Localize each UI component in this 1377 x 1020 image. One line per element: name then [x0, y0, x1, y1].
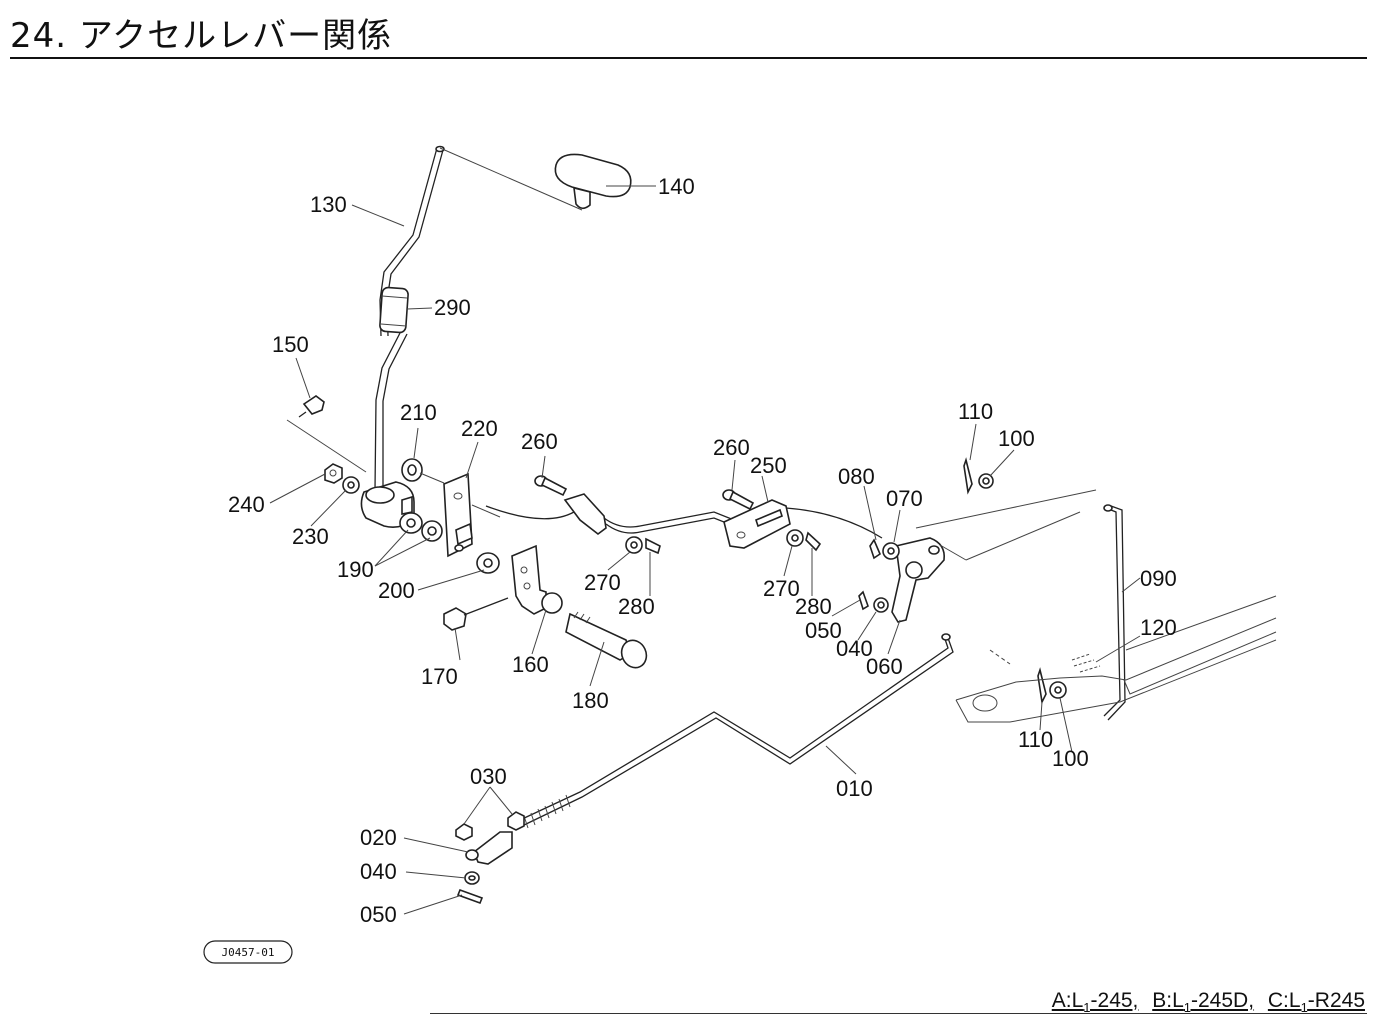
- callout-200: 200: [378, 578, 415, 603]
- rod-to-arm: [785, 507, 883, 539]
- washer-230: [342, 476, 360, 494]
- callout-050b: 050: [360, 902, 397, 927]
- cotter-050a: [858, 590, 869, 611]
- plate-160: [511, 544, 563, 615]
- callout-060: 060: [866, 654, 903, 679]
- washer-040b: [464, 871, 480, 885]
- arm-060: [891, 537, 946, 623]
- rod-010: [519, 633, 954, 829]
- guide-bracket: [915, 489, 1097, 529]
- callouts: 140 130 290 150 210 220 260 260 250 240 …: [228, 174, 1177, 927]
- title-rule: [10, 57, 1367, 59]
- clevis-020: [465, 831, 513, 865]
- callout-040a: 040: [836, 636, 873, 661]
- washers-190: [399, 512, 443, 542]
- drawing-code-stamp: J0457-01: [203, 940, 293, 964]
- guide-150: [286, 419, 367, 473]
- callout-180: 180: [572, 688, 609, 713]
- plate-250: [723, 499, 791, 549]
- frame: [955, 595, 1277, 723]
- pin-260a: [534, 475, 568, 497]
- callout-090: 090: [1140, 566, 1177, 591]
- pin-260b: [722, 489, 755, 511]
- bolt-150: [298, 395, 325, 418]
- callout-290: 290: [434, 295, 471, 320]
- guide-bracket-2: [939, 544, 967, 561]
- callout-010: 010: [836, 776, 873, 801]
- page-title: 24. アクセルレバー関係: [10, 16, 393, 56]
- lever-boss: [360, 481, 415, 528]
- axis-line-2: [471, 504, 501, 518]
- callout-120: 120: [1140, 615, 1177, 640]
- washer-210: [401, 458, 423, 482]
- callout-070: 070: [886, 486, 923, 511]
- cotter-280b: [805, 531, 822, 552]
- callout-240: 240: [228, 492, 265, 517]
- callout-170: 170: [421, 664, 458, 689]
- callout-230: 230: [292, 524, 329, 549]
- callout-080: 080: [838, 464, 875, 489]
- cotter-050b: [456, 888, 484, 905]
- callout-210: 210: [400, 400, 437, 425]
- callout-020: 020: [360, 825, 397, 850]
- callout-260a: 260: [521, 429, 558, 454]
- callout-110a: 110: [958, 399, 993, 424]
- knob-140: [439, 147, 632, 211]
- nuts-030: [455, 811, 525, 841]
- drawing-code: J0457-01: [222, 946, 275, 959]
- callout-220: 220: [461, 416, 498, 441]
- washer-070: [882, 542, 900, 560]
- washer-100b: [1049, 681, 1067, 699]
- callout-160: 160: [512, 652, 549, 677]
- rod-090: [1103, 504, 1126, 721]
- washer-200: [476, 552, 500, 574]
- model-a: A:L1-245,: [1051, 989, 1139, 1016]
- callout-270b: 270: [763, 576, 800, 601]
- grip-290: [379, 286, 409, 334]
- callout-190: 190: [337, 557, 374, 582]
- callout-050a: 050: [805, 618, 842, 643]
- cotter-110b: [1037, 667, 1047, 705]
- bracket-220: [443, 472, 473, 558]
- nut-240: [324, 463, 343, 484]
- callout-040b: 040: [360, 859, 397, 884]
- cotter-110a: [963, 457, 973, 495]
- callout-030: 030: [470, 764, 507, 789]
- cotter-280a: [645, 537, 661, 555]
- callout-130: 130: [310, 192, 347, 217]
- axis-line: [419, 472, 445, 484]
- callout-270a: 270: [584, 570, 621, 595]
- lever-120: [1071, 653, 1101, 673]
- washer-270b: [786, 529, 804, 547]
- guide-bracket-3: [965, 511, 1081, 561]
- model-c: C:L1-R245: [1267, 989, 1365, 1016]
- bolt-170: [443, 597, 509, 631]
- footer-rule: [430, 1013, 1367, 1014]
- callout-150: 150: [272, 332, 309, 357]
- washer-270a: [625, 536, 643, 554]
- washer-100a: [978, 473, 994, 489]
- cotter-080: [869, 538, 881, 560]
- pin-180: [565, 611, 648, 669]
- callout-280a: 280: [618, 594, 655, 619]
- callout-100a: 100: [998, 426, 1035, 451]
- link-rod: [485, 493, 735, 536]
- callout-260b: 260: [713, 435, 750, 460]
- washer-040a: [873, 597, 889, 613]
- callout-280b: 280: [795, 594, 832, 619]
- model-list: A:L1-245, B:L1-245D, C:L1-R245: [1044, 989, 1365, 1015]
- callout-110b: 110: [1018, 727, 1053, 752]
- callout-250: 250: [750, 453, 787, 478]
- callout-140: 140: [658, 174, 695, 199]
- callout-100b: 100: [1052, 746, 1089, 771]
- leader-lines: [269, 185, 1141, 915]
- model-b: B:L1-245D,: [1152, 989, 1255, 1016]
